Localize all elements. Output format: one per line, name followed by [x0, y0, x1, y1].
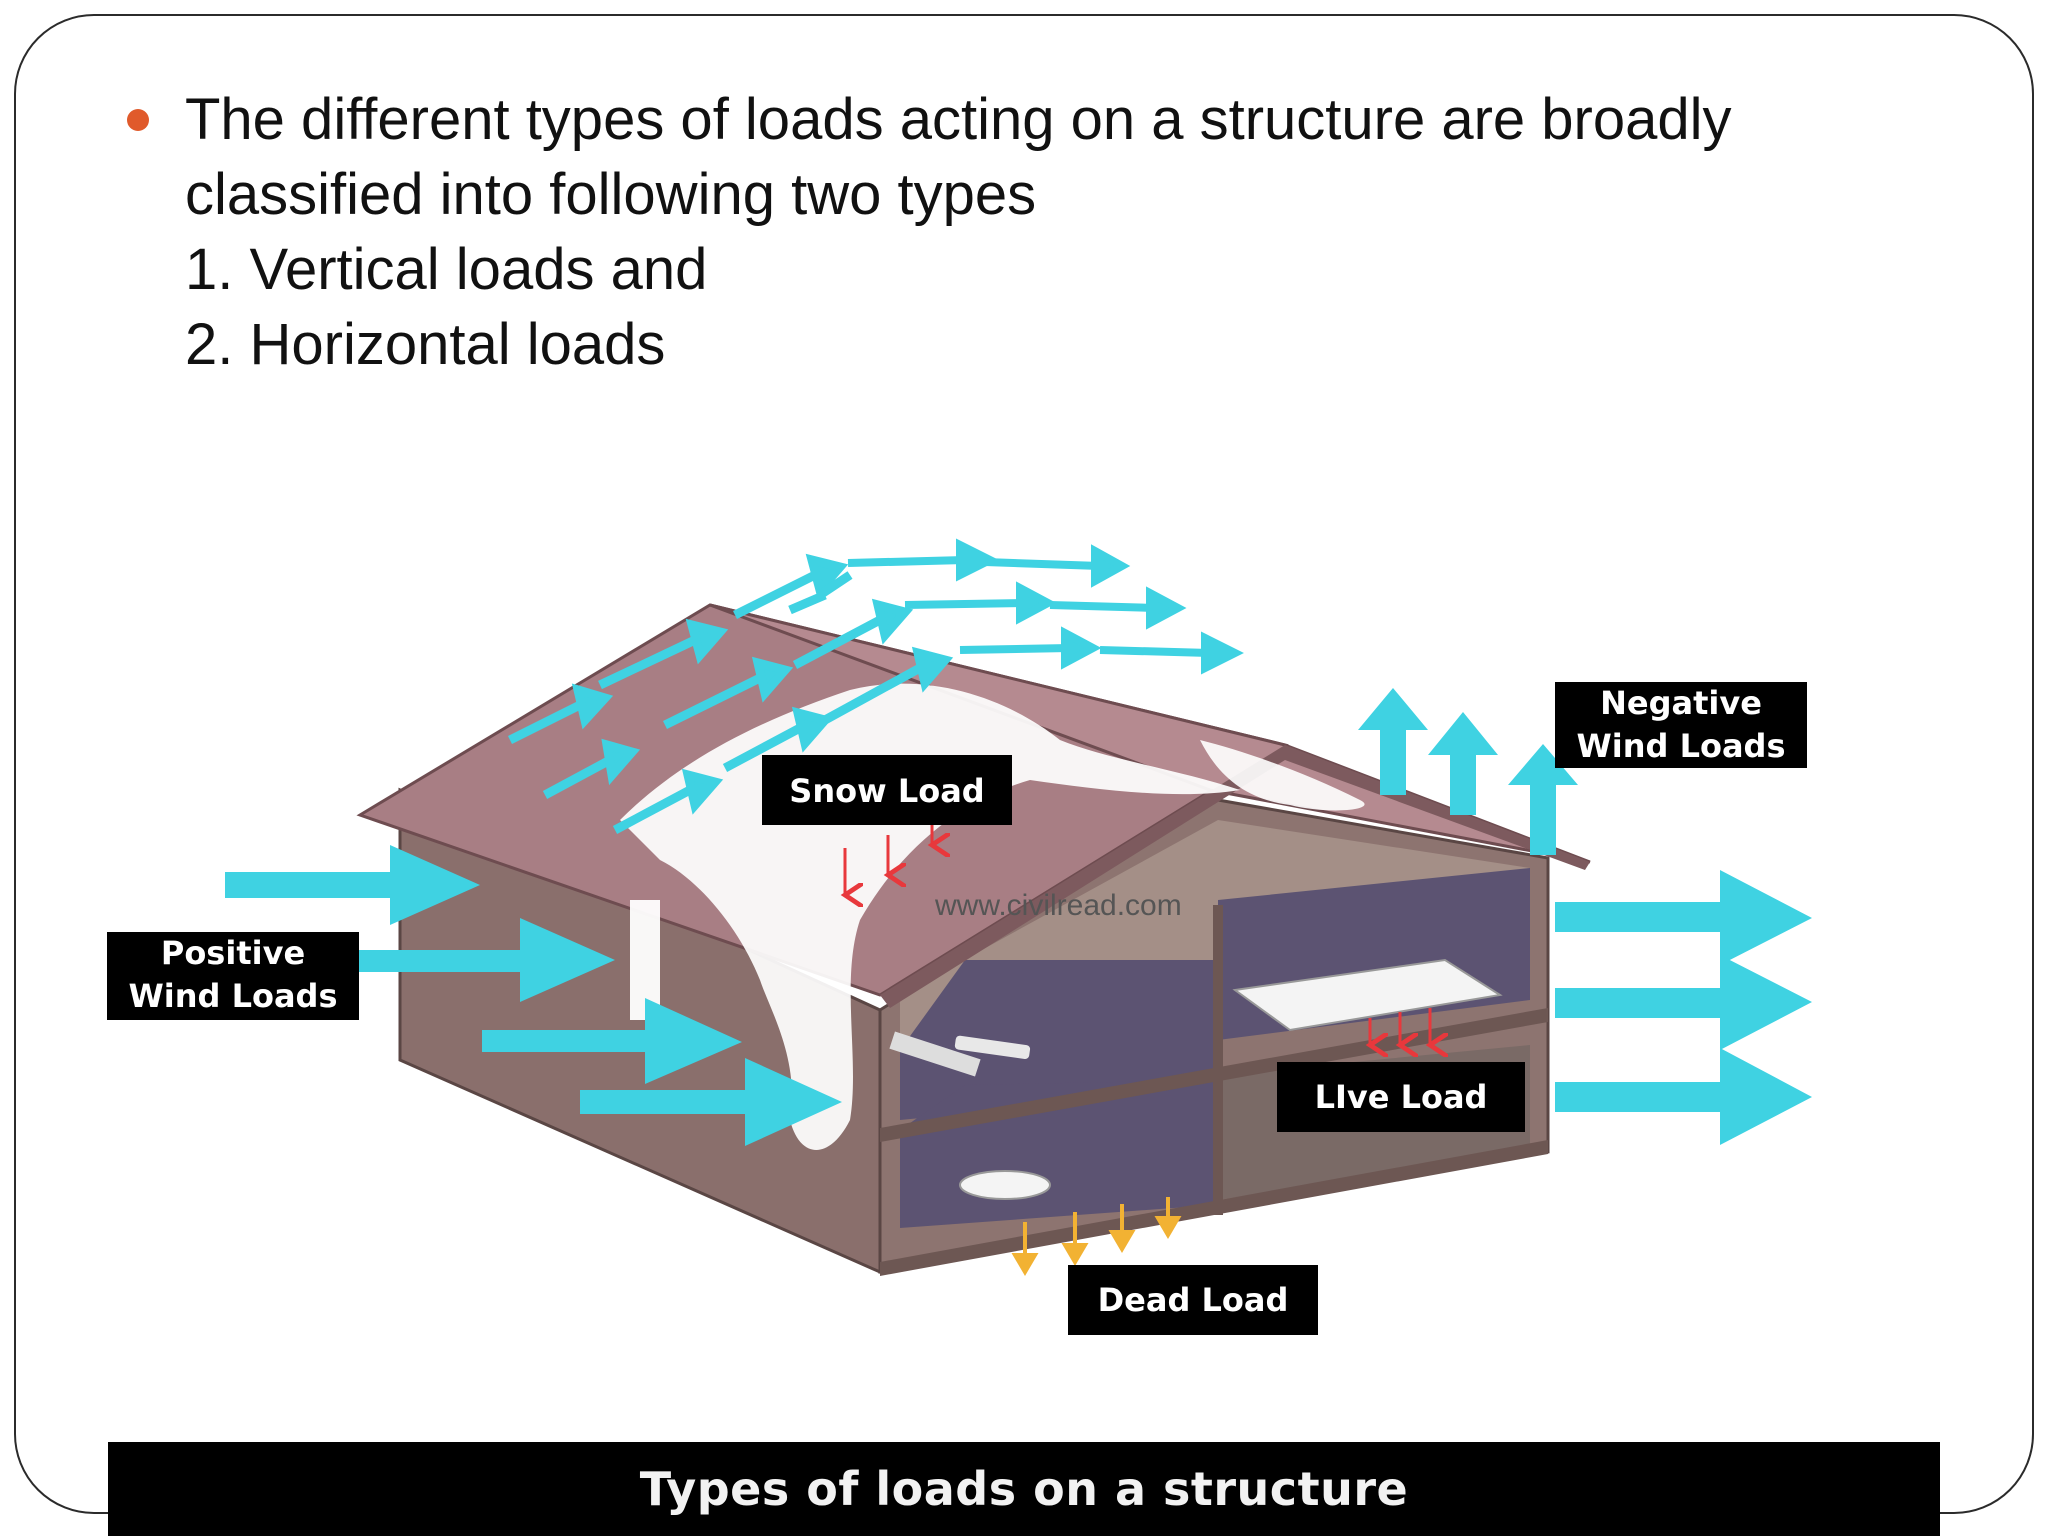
bed-icon [1232, 958, 1503, 1032]
table-icon [959, 1170, 1051, 1200]
live-load-arrows [1370, 1008, 1430, 1045]
list-item-2: 2. Horizontal loads [185, 312, 666, 377]
bullet-line-2: classified into following two types [185, 162, 1037, 227]
bullet-line-1: The different types of loads acting on a… [185, 87, 1732, 152]
snow-load-text: Snow Load [789, 772, 984, 810]
negative-wind-arrows [1358, 688, 1578, 855]
list-item-1: 1. Vertical loads and [185, 237, 708, 302]
snow-load-label: Snow Load [762, 755, 1012, 825]
negative-wind-text-1: Negative [1600, 684, 1762, 722]
positive-wind-text-1: Positive [161, 934, 305, 972]
snow-load-arrows [845, 822, 932, 895]
figure-caption-bar: Types of loads on a structure [108, 1442, 1940, 1536]
figure-caption: Types of loads on a structure [639, 1462, 1409, 1516]
roof-wind-arrows [507, 553, 954, 834]
negative-wind-label: Negative Wind Loads [1555, 682, 1807, 768]
negative-wind-text-2: Wind Loads [1576, 727, 1785, 765]
live-load-text: LIve Load [1315, 1078, 1488, 1116]
right-wind-arrows [1555, 870, 1812, 1145]
bullet-text: The different types of loads acting on a… [185, 82, 1965, 382]
roof-top-arrows [847, 538, 1244, 675]
positive-wind-arrows [225, 845, 842, 1146]
positive-wind-label: Positive Wind Loads [107, 932, 359, 1020]
positive-wind-text-2: Wind Loads [128, 977, 337, 1015]
dead-load-arrows [1011, 1197, 1182, 1276]
dead-load-text: Dead Load [1098, 1281, 1289, 1319]
bullet-icon [127, 109, 149, 131]
watermark: www.civilread.com [934, 889, 1182, 922]
dead-load-label: Dead Load [1068, 1265, 1318, 1335]
live-load-label: LIve Load [1277, 1062, 1525, 1132]
